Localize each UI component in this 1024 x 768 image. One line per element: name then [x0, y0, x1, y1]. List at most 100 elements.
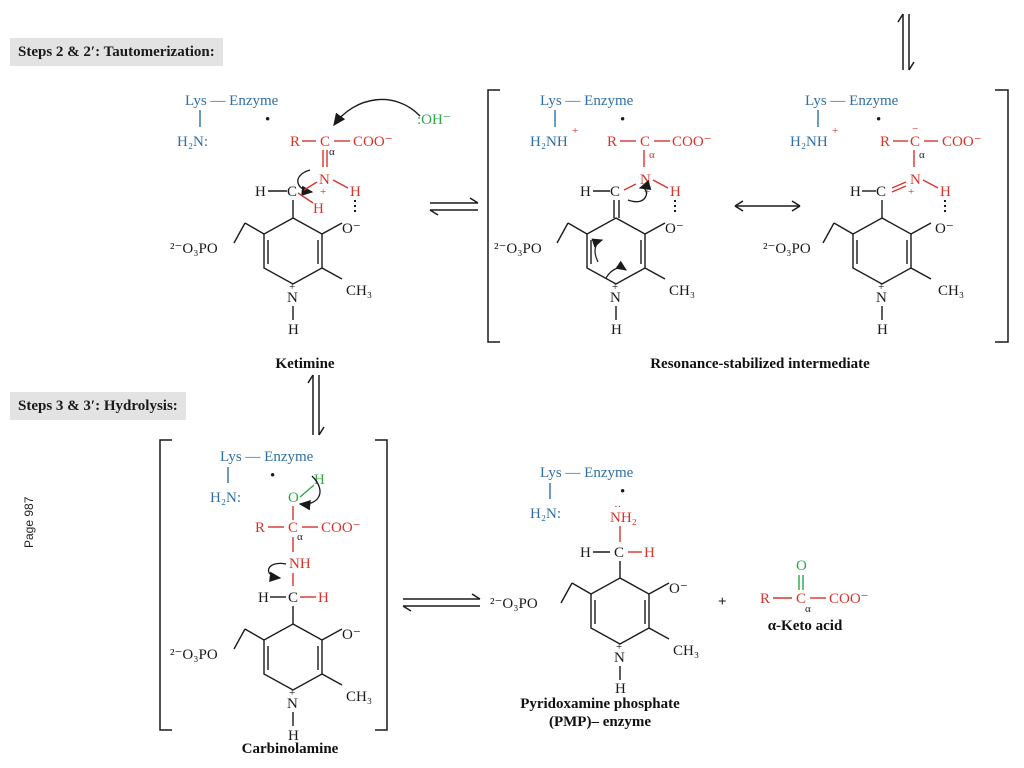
- svg-text:•: •: [620, 484, 625, 500]
- step2-header: Steps 2 & 2′: Tautomerization:: [10, 38, 223, 66]
- svg-text:H: H: [580, 545, 591, 561]
- svg-text:+: +: [289, 281, 295, 293]
- svg-text:C: C: [910, 134, 920, 150]
- svg-text:O⁻: O⁻: [935, 221, 954, 237]
- svg-text:R: R: [290, 134, 300, 150]
- svg-text:O: O: [796, 558, 807, 574]
- svg-text:R: R: [880, 134, 890, 150]
- svg-text:O⁻: O⁻: [665, 221, 684, 237]
- svg-text:α: α: [919, 149, 925, 161]
- keto-acid-structure: O R C α COO⁻: [760, 558, 869, 615]
- svg-text:H: H: [313, 201, 324, 217]
- pmp-structure: Lys — Enzyme H₂N: • NH₂ ·· H C H O⁻ CH₃ …: [490, 465, 699, 697]
- svg-text:+: +: [878, 281, 884, 293]
- resonance-form-b: Lys — Enzyme H₂NH + • R C − α COO⁻ N + H…: [763, 93, 982, 338]
- svg-text:N: N: [910, 172, 921, 188]
- svg-text:H: H: [877, 322, 888, 338]
- svg-text:O⁻: O⁻: [342, 627, 361, 643]
- svg-text:H: H: [350, 184, 361, 200]
- lys-enzyme-text: Lys — Enzyme: [185, 93, 279, 109]
- svg-text:O⁻: O⁻: [669, 581, 688, 597]
- svg-text:Lys — Enzyme: Lys — Enzyme: [220, 449, 314, 465]
- svg-text:H: H: [580, 184, 591, 200]
- svg-text:C: C: [796, 591, 806, 607]
- amine-text: H₂N:: [177, 134, 208, 150]
- keto-acid-label: α-Keto acid: [767, 618, 843, 634]
- svg-text:Lys — Enzyme: Lys — Enzyme: [540, 465, 634, 481]
- svg-text:CH₃: CH₃: [938, 283, 964, 299]
- svg-text:²⁻O₃PO: ²⁻O₃PO: [170, 647, 218, 663]
- svg-text:C: C: [614, 545, 624, 561]
- svg-text:Lys — Enzyme: Lys — Enzyme: [805, 93, 899, 109]
- svg-text:+: +: [612, 281, 618, 293]
- svg-text:C: C: [876, 184, 886, 200]
- hydroxide-text: :OH⁻: [417, 112, 451, 128]
- equilibrium-arrow-2: [307, 374, 325, 436]
- svg-text:+: +: [616, 641, 622, 653]
- carbinolamine-label: Carbinolamine: [241, 741, 339, 757]
- svg-text:H: H: [288, 728, 299, 744]
- svg-text:+: +: [572, 125, 578, 137]
- svg-text:N: N: [287, 696, 298, 712]
- resonance-brackets: [487, 89, 1009, 343]
- resonance-form-a: Lys — Enzyme H₂NH + • R C α COO⁻ N + H H…: [494, 93, 712, 338]
- svg-text:H₂N:: H₂N:: [210, 490, 241, 506]
- resonance-arrow: [734, 200, 801, 212]
- svg-text:COO⁻: COO⁻: [672, 134, 712, 150]
- svg-text:²⁻O₃PO: ²⁻O₃PO: [490, 596, 538, 612]
- pmp-label: Pyridoxamine phosphate (PMP)– enzyme: [520, 696, 680, 730]
- svg-text:H₂N:: H₂N:: [530, 506, 561, 522]
- svg-text:H: H: [611, 322, 622, 338]
- step3-header: Steps 3 & 3′: Hydrolysis:: [10, 392, 186, 420]
- carbinolamine-structure: Lys — Enzyme H₂N: • O H R C α COO⁻ NH H …: [170, 449, 372, 744]
- svg-text:H: H: [644, 545, 655, 561]
- equilibrium-arrow-3: [402, 593, 481, 612]
- svg-text:CH₃: CH₃: [346, 689, 372, 705]
- svg-text:C: C: [287, 184, 297, 200]
- svg-text:H: H: [940, 184, 951, 200]
- svg-text:N: N: [610, 290, 621, 306]
- svg-text:R: R: [760, 591, 770, 607]
- svg-text:COO⁻: COO⁻: [321, 520, 361, 536]
- svg-text:α: α: [649, 149, 655, 161]
- salt-bridge-dot: •: [265, 112, 270, 128]
- svg-text:²⁻O₃PO: ²⁻O₃PO: [763, 241, 811, 257]
- svg-text:α: α: [297, 531, 303, 543]
- svg-text:N: N: [640, 172, 651, 188]
- svg-text:CH₃: CH₃: [673, 643, 699, 659]
- svg-text:²⁻O₃PO: ²⁻O₃PO: [170, 241, 218, 257]
- svg-text:N: N: [876, 290, 887, 306]
- svg-text:C: C: [610, 184, 620, 200]
- svg-text:O: O: [288, 490, 299, 506]
- resonance-label: Resonance-stabilized intermediate: [650, 356, 870, 372]
- svg-text:C: C: [288, 590, 298, 606]
- svg-text:R: R: [255, 520, 265, 536]
- svg-text:N: N: [614, 650, 625, 666]
- svg-text:NH₂: NH₂: [610, 510, 637, 526]
- svg-text:+: +: [644, 186, 650, 198]
- svg-text:²⁻O₃PO: ²⁻O₃PO: [494, 241, 542, 257]
- svg-text:+: +: [320, 186, 326, 198]
- svg-text:O⁻: O⁻: [342, 221, 361, 237]
- svg-text:H: H: [314, 472, 325, 488]
- svg-text:•: •: [270, 468, 275, 484]
- svg-text:C: C: [288, 520, 298, 536]
- svg-text:Lys — Enzyme: Lys — Enzyme: [540, 93, 634, 109]
- equilibrium-arrow-1: [429, 197, 479, 216]
- svg-text:H: H: [258, 590, 269, 606]
- svg-text:H₂NH: H₂NH: [530, 134, 568, 150]
- svg-text:H₂NH: H₂NH: [790, 134, 828, 150]
- svg-text:+: +: [289, 687, 295, 699]
- svg-text:H: H: [255, 184, 266, 200]
- svg-text:COO⁻: COO⁻: [942, 134, 982, 150]
- svg-text:H: H: [670, 184, 681, 200]
- svg-text:COO⁻: COO⁻: [829, 591, 869, 607]
- svg-text:H: H: [850, 184, 861, 200]
- svg-text:H: H: [288, 322, 299, 338]
- svg-text:−: −: [912, 123, 918, 135]
- svg-text:+: +: [908, 186, 914, 198]
- carbinolamine-brackets: [159, 439, 388, 731]
- plus-sign: +: [718, 594, 727, 610]
- svg-text:C: C: [640, 134, 650, 150]
- svg-text:α: α: [805, 603, 811, 615]
